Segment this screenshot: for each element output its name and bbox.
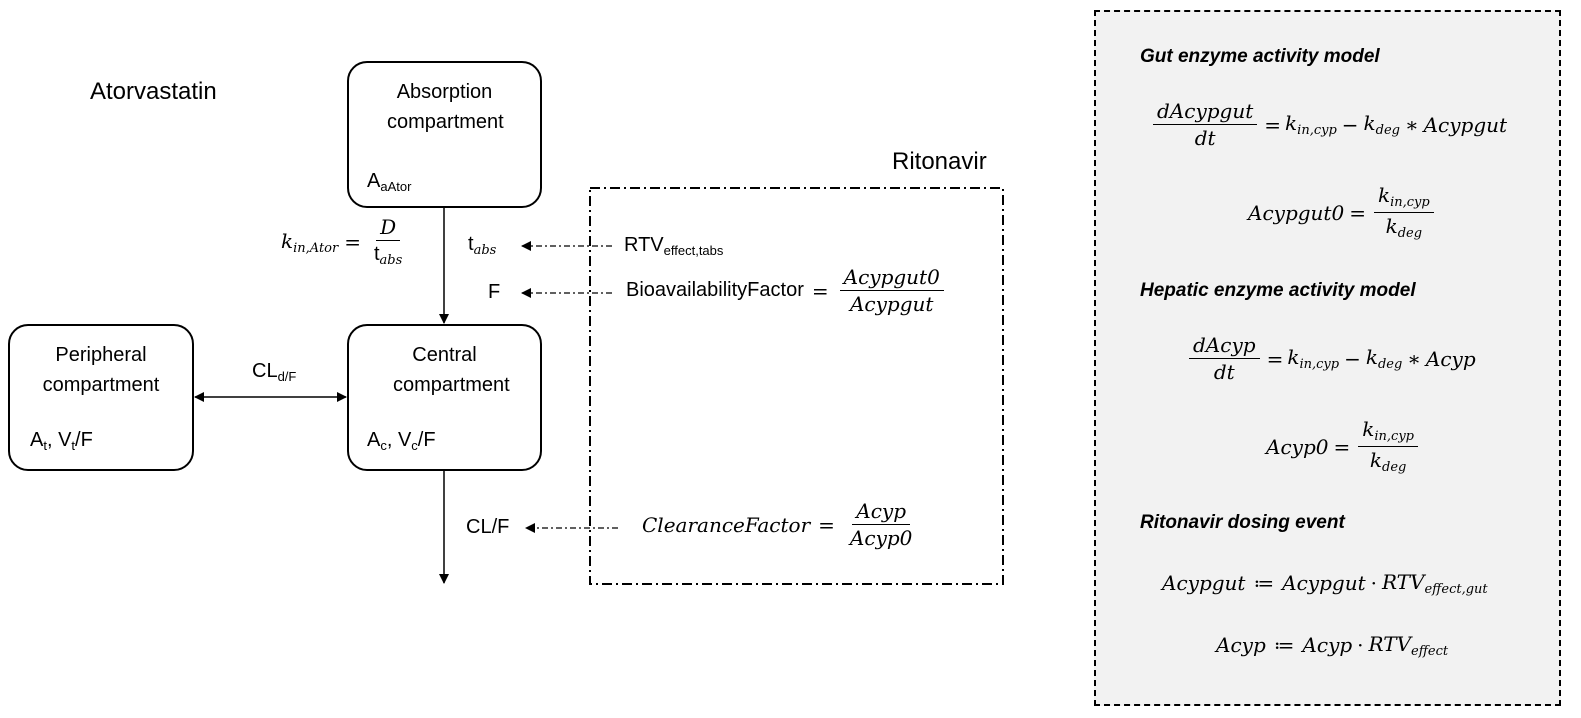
equations-panel: Gut enzyme activity model dAcypgut dt = …	[1094, 10, 1561, 706]
drug-label-atorvastatin: Atorvastatin	[90, 78, 217, 105]
central-amount-volume: Ac, Vc/F	[367, 429, 436, 453]
clf-label: CL/F	[466, 516, 510, 538]
tabs-label: tabs	[468, 233, 497, 258]
rtv-effect-tabs-label: RTVeffect,tabs	[624, 234, 724, 258]
gut-model-title: Gut enzyme activity model	[1140, 46, 1380, 67]
peripheral-amount-volume: At, Vt/F	[30, 429, 93, 453]
f-label: F	[488, 281, 501, 303]
clearance-equation: ClearanceFactor = Acyp Acyp0	[642, 499, 913, 550]
peripheral-title: Peripheral compartment	[42, 344, 160, 396]
hepatic-ode-equation: dAcyp dt = kin,cyp − kdeg ∗ Acyp	[1186, 334, 1476, 383]
drug-label-ritonavir: Ritonavir	[892, 148, 987, 175]
central-title: Central compartment	[393, 344, 510, 396]
dosing-event-title: Ritonavir dosing event	[1140, 512, 1345, 533]
hepatic-initial-equation: Acyp0 = kin,cyp kdeg	[1266, 418, 1421, 475]
peripheral-compartment: Peripheral compartment At, Vt/F	[8, 324, 194, 471]
absorption-amount: AaAtor	[367, 170, 412, 194]
gut-ode-equation: dAcypgut dt = kin,cyp − kdeg ∗ Acypgut	[1150, 100, 1507, 149]
hepatic-model-title: Hepatic enzyme activity model	[1140, 280, 1416, 301]
central-compartment: Central compartment Ac, Vc/F	[347, 324, 542, 471]
bioavailability-equation: BioavailabilityFactor = Acypgut0 Acypgut	[626, 266, 947, 315]
hepatic-dosing-equation: Acyp ≔ Acyp · RTVeffect	[1216, 632, 1449, 659]
absorption-compartment: Absorption compartment AaAtor	[347, 61, 542, 208]
ritonavir-frame	[589, 187, 1004, 585]
gut-dosing-equation: Acypgut ≔ Acypgut · RTVeffect,gut	[1162, 570, 1488, 597]
gut-initial-equation: Acypgut0 = kin,cyp kdeg	[1248, 184, 1437, 241]
kin-ator-equation: kin,Ator = D tabs	[281, 215, 403, 268]
cld-label: CLd/F	[252, 360, 297, 384]
absorption-title: Absorption compartment	[387, 81, 504, 133]
